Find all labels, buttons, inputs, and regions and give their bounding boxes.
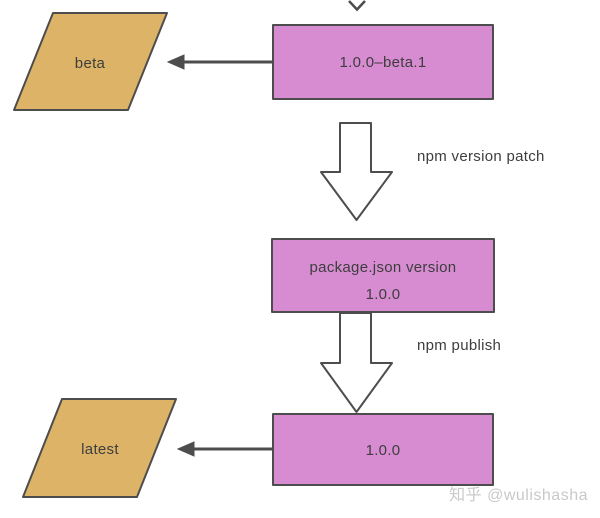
zhihu-watermark: 知乎 @wulishasha xyxy=(449,486,588,504)
left-arrowhead-icon xyxy=(166,54,185,70)
left-arrowhead-icon xyxy=(176,441,195,457)
final-version-label: 1.0.0 xyxy=(366,442,401,459)
beta-tag-node xyxy=(13,12,168,111)
package-version-label-line1: package.json version xyxy=(310,259,457,276)
incoming-arrowhead-icon xyxy=(348,0,366,12)
npm-version-patch-arrow xyxy=(320,122,393,221)
package-version-node xyxy=(271,238,495,313)
version-beta-node xyxy=(272,24,494,100)
final-version-node xyxy=(272,413,494,486)
npm-publish-arrow xyxy=(320,312,393,413)
version-beta-label: 1.0.0–beta.1 xyxy=(339,54,426,71)
npm-publish-label: npm publish xyxy=(417,337,501,354)
beta-tag-label: beta xyxy=(75,55,106,72)
npm-version-patch-label: npm version patch xyxy=(417,148,545,165)
diagram-shapes xyxy=(13,0,495,498)
latest-tag-label: latest xyxy=(81,441,119,458)
package-version-label-line2: 1.0.0 xyxy=(366,286,401,303)
latest-tag-node xyxy=(22,398,177,498)
